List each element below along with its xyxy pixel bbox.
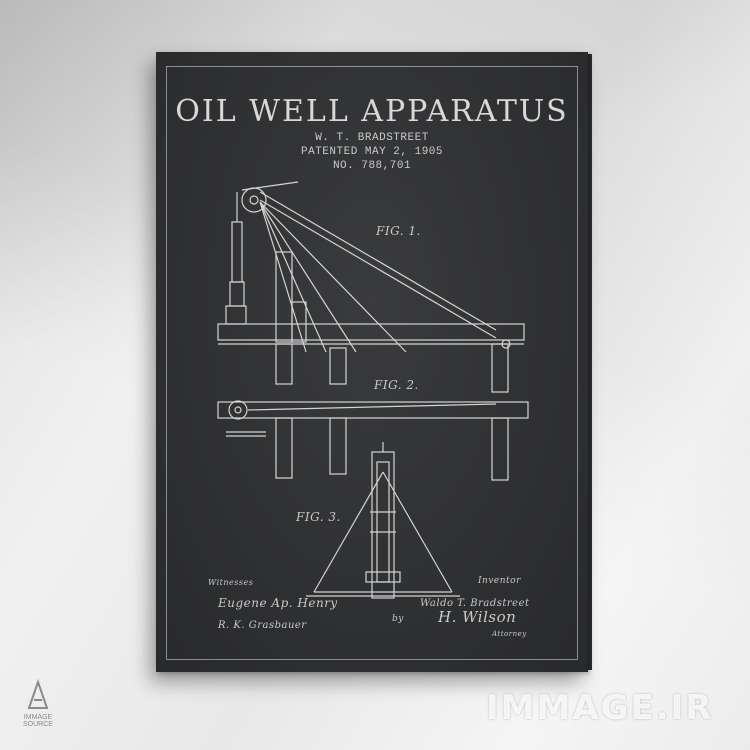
fig1-drawing — [217, 181, 525, 393]
patent-number: NO. 788,701 — [332, 160, 412, 172]
inventor-label: Inventor — [478, 576, 521, 586]
logo-line-1: IMMAGE — [23, 714, 53, 721]
attorney-signature: H. Wilson — [438, 608, 517, 626]
fig3-label: FIG. 3. — [296, 510, 341, 524]
inventor-name: W. T. BRADSTREET — [315, 132, 429, 144]
watermark-brand: IMMAGE.IR — [486, 688, 714, 728]
canvas-side-edge — [588, 54, 592, 670]
canvas-print: OIL WELL APPARATUS W. T. BRADSTREET PATE… — [156, 52, 592, 672]
watermark-logo: IMMAGE SOURCE — [16, 678, 60, 738]
fig1-label: FIG. 1. — [376, 224, 421, 238]
patent-drawing — [217, 181, 529, 599]
poster-title: OIL WELL APPARATUS — [175, 94, 569, 129]
fig2-label: FIG. 2. — [374, 378, 419, 392]
witness-2-signature: R. K. Grasbauer — [218, 620, 307, 631]
witness-1-signature: Eugene Ap. Henry — [218, 596, 338, 610]
fig2-drawing — [217, 400, 529, 481]
inventor-signature: Waldo T. Bradstreet — [420, 598, 530, 609]
by-label: by — [392, 614, 404, 624]
logo-line-2: SOURCE — [23, 721, 53, 728]
attorney-label: Attorney — [492, 630, 527, 638]
inner-frame-border — [166, 66, 578, 660]
witnesses-label: Witnesses — [208, 578, 254, 587]
fig3-drawing — [306, 442, 460, 599]
logo-icon — [27, 678, 49, 709]
patent-date: PATENTED MAY 2, 1905 — [300, 146, 444, 158]
